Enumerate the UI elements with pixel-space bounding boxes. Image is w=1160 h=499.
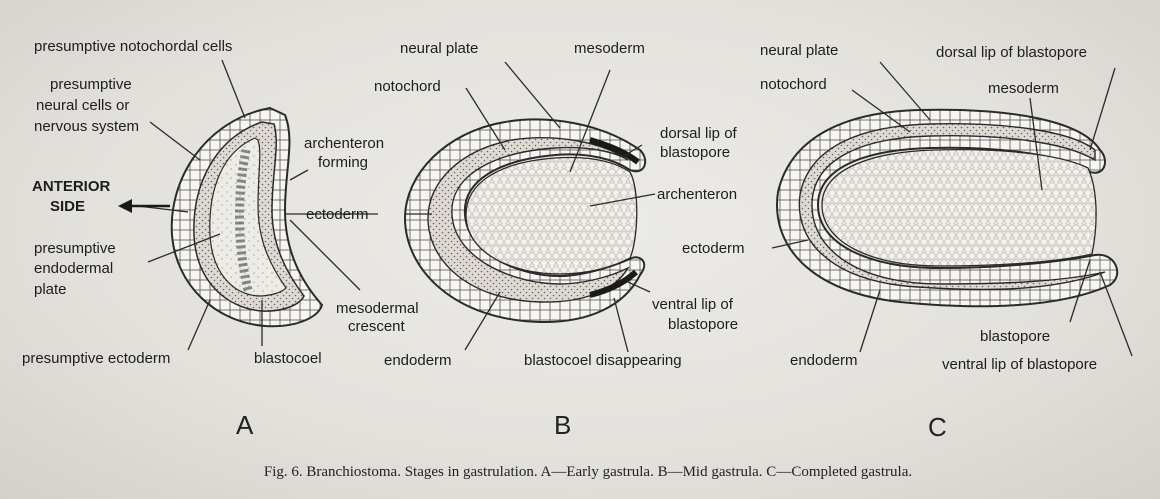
label-endodermal-line3: plate xyxy=(34,281,67,298)
diagram-letter-a: A xyxy=(236,410,253,441)
label-archenteron-forming-line1: archenteron xyxy=(304,135,384,152)
diagram-b-drawing xyxy=(405,119,645,322)
label-notochord-c: notochord xyxy=(760,76,827,93)
label-mesodermal-line1: mesodermal xyxy=(336,300,419,317)
label-dorsal-lip-c: dorsal lip of blastopore xyxy=(936,44,1087,61)
label-neural-plate-c: neural plate xyxy=(760,42,838,59)
label-mesoderm-c: mesoderm xyxy=(988,80,1059,97)
figure-caption: Fig. 6. Branchiostoma. Stages in gastrul… xyxy=(118,464,1058,481)
label-anterior-line2: SIDE xyxy=(50,198,85,215)
label-neural-plate-b: neural plate xyxy=(400,40,478,57)
label-blastocoel-disappearing: blastocoel disappearing xyxy=(524,352,682,369)
label-dorsal-lip-b-line2: blastopore xyxy=(660,144,730,161)
label-blastocoel: blastocoel xyxy=(254,350,322,367)
label-presumptive-neural-line1: presumptive xyxy=(50,76,132,93)
label-ectoderm-c: ectoderm xyxy=(682,240,745,257)
label-presumptive-neural-line3: nervous system xyxy=(34,118,139,135)
label-dorsal-lip-b-line1: dorsal lip of xyxy=(660,125,737,142)
diagram-letter-c: C xyxy=(928,412,947,443)
label-endoderm-b: endoderm xyxy=(384,352,452,369)
label-ectoderm-a: ectoderm xyxy=(306,206,369,223)
anterior-arrow xyxy=(118,199,170,213)
label-archenteron-forming-line2: forming xyxy=(318,154,368,171)
label-notochord-b: notochord xyxy=(374,78,441,95)
label-mesoderm-b: mesoderm xyxy=(574,40,645,57)
label-endodermal-line2: endodermal xyxy=(34,260,113,277)
diagram-c-drawing xyxy=(777,110,1117,307)
label-presumptive-ectoderm: presumptive ectoderm xyxy=(22,350,170,367)
label-endoderm-c: endoderm xyxy=(790,352,858,369)
label-presumptive-neural-line2: neural cells or xyxy=(36,97,129,114)
label-ventral-lip-b-line1: ventral lip of xyxy=(652,296,733,313)
diagram-letter-b: B xyxy=(554,410,571,441)
label-ventral-lip-b-line2: blastopore xyxy=(668,316,738,333)
label-archenteron-b: archenteron xyxy=(657,186,737,203)
label-mesodermal-line2: crescent xyxy=(348,318,405,335)
label-endodermal-line1: presumptive xyxy=(34,240,116,257)
label-ventral-lip-c: ventral lip of blastopore xyxy=(942,356,1097,373)
label-presumptive-notochordal: presumptive notochordal cells xyxy=(34,38,232,55)
label-anterior-line1: ANTERIOR xyxy=(32,178,110,195)
diagram-a-drawing xyxy=(172,108,322,326)
label-blastopore-c: blastopore xyxy=(980,328,1050,345)
